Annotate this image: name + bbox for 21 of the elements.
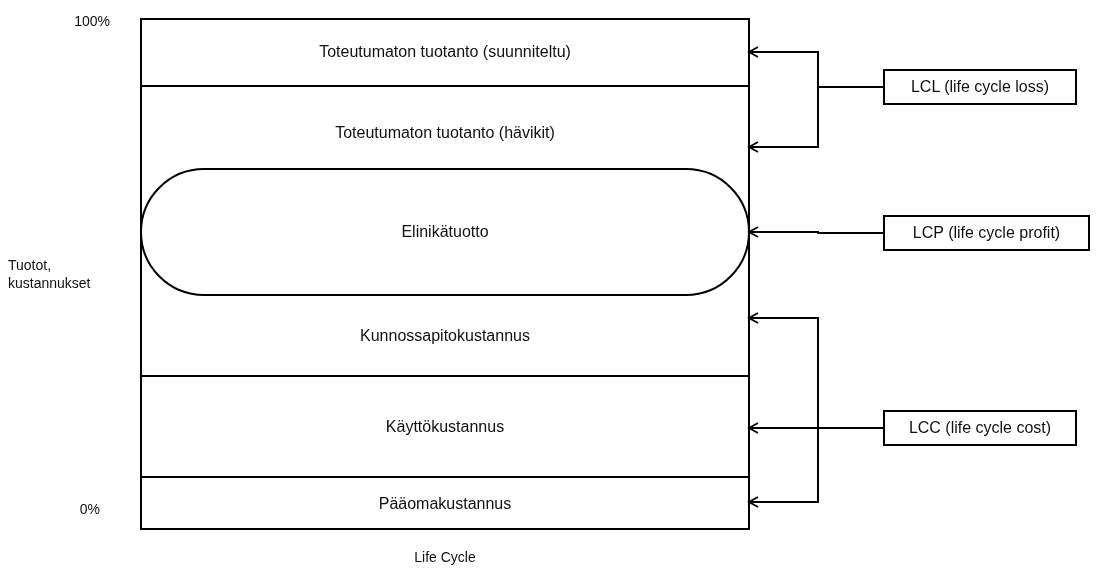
node-text: LCC (life cycle cost) bbox=[908, 419, 1052, 437]
arrow bbox=[748, 427, 884, 508]
arrow bbox=[748, 86, 884, 153]
profit-pill bbox=[140, 168, 750, 296]
node-text: Toteutumaton tuotanto (suunniteltu) bbox=[319, 42, 571, 61]
label-box bbox=[883, 215, 1090, 251]
node-text: Pääomakustannus bbox=[378, 495, 512, 513]
diagram-frame bbox=[140, 18, 750, 530]
node-text: LCP (life cycle profit) bbox=[912, 224, 1061, 242]
node-text: LCL (life cycle loss) bbox=[910, 78, 1050, 96]
node-text: Toteutumaton tuotanto (hävikit) bbox=[335, 123, 555, 142]
arrow bbox=[748, 226, 884, 238]
axis-label: 100% bbox=[73, 12, 110, 31]
axis-label: 0% bbox=[78, 500, 100, 519]
node-text: Elinikätuotto bbox=[401, 223, 489, 241]
axis-label: Life Cycle bbox=[413, 548, 477, 567]
label-box bbox=[883, 69, 1077, 105]
node-text: Kunnossapitokustannus bbox=[360, 326, 530, 345]
node-text: Käyttökustannus bbox=[385, 417, 505, 436]
axis-label: Tuotot, kustannukset bbox=[8, 256, 92, 293]
label-box bbox=[883, 410, 1077, 446]
